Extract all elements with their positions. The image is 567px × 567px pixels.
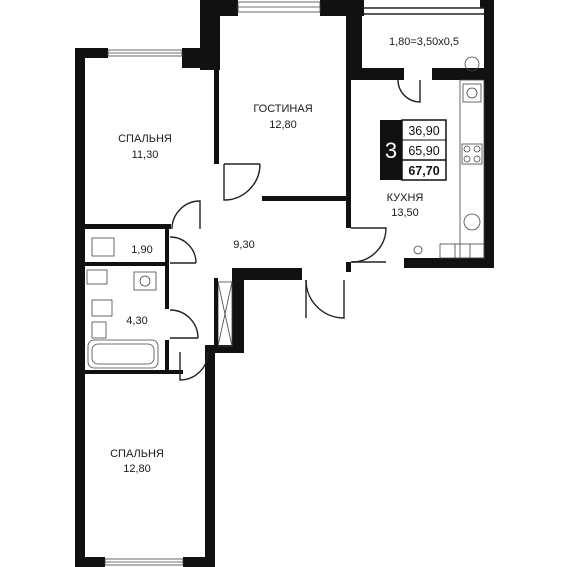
- living-name: ГОСТИНАЯ: [253, 103, 312, 115]
- wall-bedroom-toilet: [85, 224, 171, 229]
- toilet-icon: [91, 237, 115, 257]
- wall-living-right-upper: [346, 0, 362, 80]
- wall-wet-right: [165, 229, 169, 309]
- door-toilet: [169, 236, 197, 264]
- bathroom-area: 4,30: [126, 315, 147, 327]
- wall-bedroom-living: [214, 68, 219, 164]
- door-hall: [305, 279, 345, 319]
- wall-balcony-bottom-left: [346, 68, 404, 80]
- washbasin-icon: [133, 271, 157, 291]
- area-summary-badge: 3 36,90 65,90 67,70: [380, 119, 447, 181]
- rooms-count-box: [380, 120, 402, 180]
- boiler-icon: [413, 245, 423, 255]
- fixtures: [86, 56, 485, 369]
- kitchen-sink: [462, 83, 482, 103]
- bedroom-bottom-area: 12,80: [123, 463, 151, 475]
- toilet-area: 1,90: [131, 244, 152, 256]
- door-bedroom-bottom: [179, 351, 209, 381]
- living-area: 12,80: [269, 119, 297, 131]
- kitchen-round-sink: [463, 213, 481, 231]
- door-bedroom-top: [171, 200, 201, 230]
- total-area-value: 65,90: [408, 144, 439, 158]
- sink-icon: [91, 299, 113, 317]
- door-bathroom: [169, 309, 199, 339]
- walls: [75, 0, 494, 567]
- living-area-value: 36,90: [408, 124, 439, 138]
- wall-wardrobe: [214, 278, 218, 348]
- bedroom-bottom-name: СПАЛЬНЯ: [110, 448, 164, 460]
- bedroom-top-area: 11,30: [132, 149, 159, 161]
- wall-toilet-bath: [85, 262, 167, 266]
- wall-hall-step: [232, 268, 302, 280]
- wall-bedroom-top-left: [75, 48, 108, 58]
- wall-right-outer: [484, 0, 494, 266]
- balcony-drain-icon: [464, 56, 480, 72]
- wall-step-bottom: [205, 345, 244, 353]
- wall-step-vertical: [232, 268, 244, 350]
- area-values-box: [401, 119, 447, 181]
- door-kitchen: [351, 227, 387, 263]
- door-balcony: [397, 79, 421, 103]
- total-with-balcony-value: 67,70: [408, 164, 439, 178]
- partitions: [85, 7, 484, 374]
- kitchen-counter: [459, 79, 485, 259]
- wall-living-bottom: [262, 196, 348, 201]
- kitchen-cabinet: [439, 243, 485, 259]
- wall-top-right-corner: [480, 0, 494, 8]
- wall-bedroom-bottom-right: [205, 345, 215, 567]
- wall-kitchen-lower-left: [346, 262, 351, 272]
- bathtub-icon: [87, 339, 159, 369]
- balcony-area: 1,80=3,50х0,5: [389, 36, 459, 48]
- kitchen-name: КУХНЯ: [387, 192, 424, 204]
- wall-bottom-left: [75, 557, 105, 567]
- wall-kitchen-bottom: [404, 258, 494, 268]
- windows: [104, 1, 321, 566]
- wall-bottom-right: [183, 557, 215, 567]
- bedroom-top-name: СПАЛЬНЯ: [118, 133, 172, 145]
- bidet-icon: [91, 321, 107, 339]
- wall-bath-bedroom: [85, 370, 183, 374]
- wall-living-left: [200, 0, 220, 70]
- rooms-count: 3: [385, 138, 397, 163]
- hall-area: 9,30: [233, 239, 254, 251]
- doors: [169, 79, 421, 381]
- wall-left-outer: [75, 48, 85, 567]
- wall-wet-right-lower: [165, 340, 169, 374]
- wall-balcony-bottom-right: [432, 68, 492, 80]
- washing-machine-icon: [86, 269, 108, 285]
- kitchen-area: 13,50: [391, 207, 419, 219]
- labels: СПАЛЬНЯ 11,30 ГОСТИНАЯ 12,80 1,80=3,50х0…: [110, 36, 459, 475]
- wall-living-kitchen: [346, 80, 351, 228]
- stove-icon: [461, 143, 483, 165]
- door-living: [223, 163, 261, 201]
